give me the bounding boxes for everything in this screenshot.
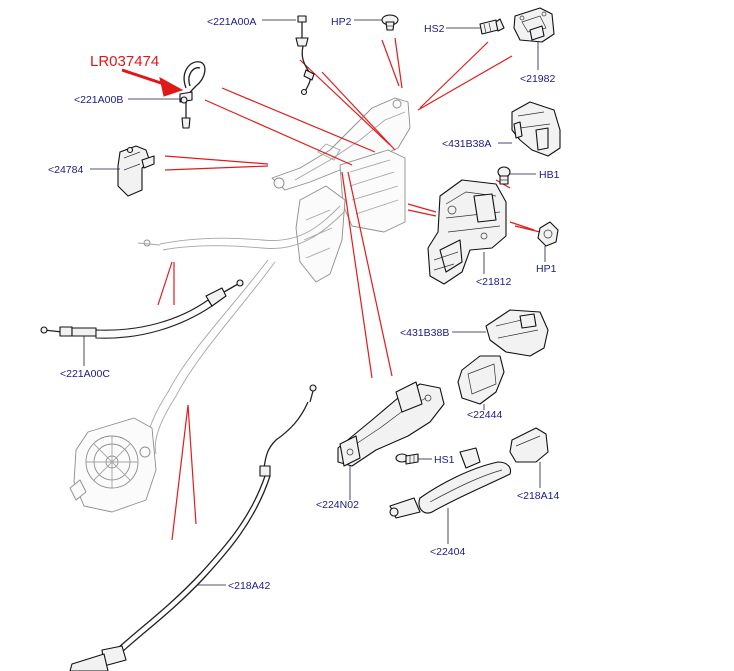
part-HP1-clip [537,221,559,247]
label-HP1: HP1 [536,263,557,275]
part-221A00C-cable [40,279,244,339]
part-labels: LR037474 <221A00A HP2 HS2 <21982 <221A00… [48,16,560,592]
ghost-door-latch-assembly [137,97,411,455]
part-224N02-handle-bracket [337,381,481,469]
part-218A14-cap [509,427,549,463]
label-HB1: HB1 [539,169,560,181]
label-431B38B: <431B38B [400,327,449,339]
label-221A00B: <221A00B [74,94,123,106]
part-221A00B-cable [179,61,206,129]
part-HS1-screw [395,453,419,465]
label-22444: <22444 [467,409,502,421]
part-431B38B-cover [485,309,549,357]
part-24784-bracket [117,145,155,197]
part-22404-handle [389,461,512,519]
ghost-door-actuator-motor [69,417,157,513]
label-221A00A: <221A00A [207,16,256,28]
part-HP2-pin [381,14,399,31]
part-221A00A-rod [295,15,315,96]
label-431B38A: <431B38A [442,138,491,150]
part-21982-striker [513,7,555,43]
callout-lines [157,37,541,541]
part-431B38A-cover [511,101,561,157]
label-HS2: HS2 [424,23,445,35]
label-21982: <21982 [520,73,555,85]
label-24784: <24784 [48,164,83,176]
reference-arrow [121,68,184,97]
part-21812-latch [427,179,507,285]
label-21812: <21812 [476,276,511,288]
leader-lines [83,19,546,586]
part-22444-bezel [457,355,505,405]
label-HP2: HP2 [331,16,352,28]
reference-code-label: LR037474 [90,53,159,70]
label-221A00C: <221A00C [60,368,110,380]
label-224N02: <224N02 [316,499,359,511]
part-HB1-bolt [497,166,511,185]
label-22404: <22404 [430,546,465,558]
label-HS1: HS1 [434,454,455,466]
label-218A14: <218A14 [517,490,559,502]
label-218A42: <218A42 [228,580,270,592]
part-HS2-screw [479,18,505,35]
part-218A42-cable [69,384,317,671]
